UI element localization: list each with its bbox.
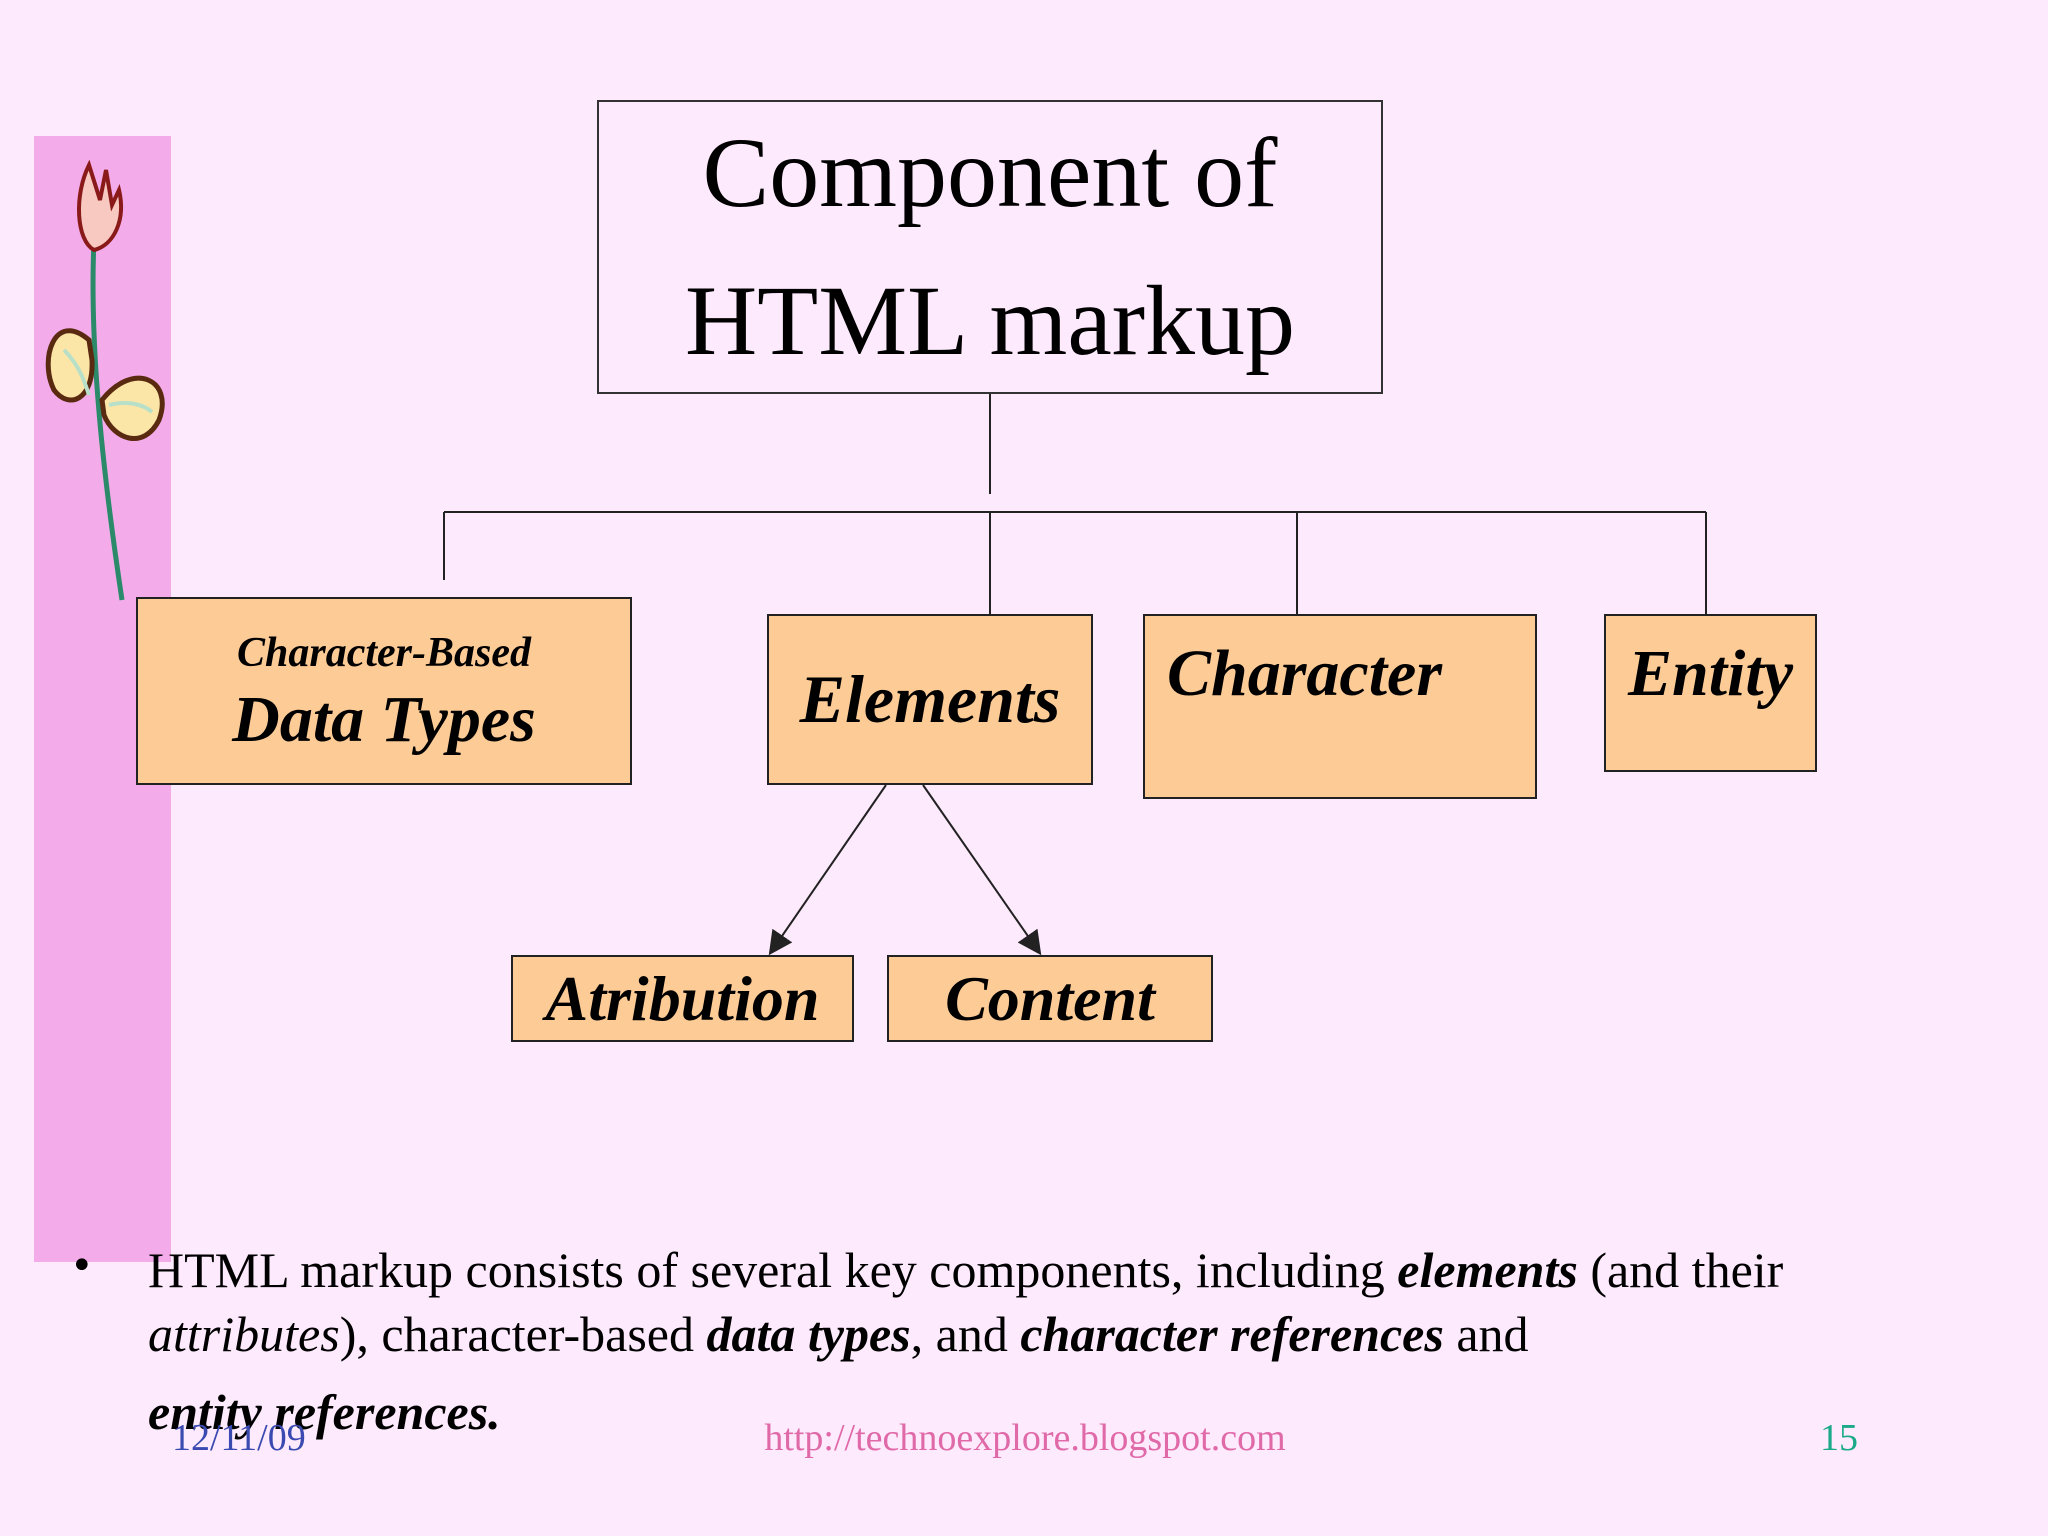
- bullet-paragraph: HTML markup consists of several key comp…: [148, 1238, 1908, 1444]
- node-character-label: Character: [1167, 637, 1443, 710]
- bullet-data-types: data types: [706, 1306, 911, 1362]
- bullet-icon: •: [70, 1243, 94, 1289]
- title-line-2: HTML markup: [684, 265, 1296, 376]
- node-atribution: Atribution: [511, 955, 854, 1042]
- node-entity-label: Entity: [1627, 637, 1794, 710]
- node-character: Character: [1143, 614, 1537, 799]
- bullet-text-6: .: [488, 1384, 501, 1440]
- bullet-text-2: (and their: [1577, 1242, 1784, 1298]
- footer-date: 12/11/09: [172, 1417, 306, 1459]
- title-line-1: Component of: [702, 117, 1278, 228]
- node-data-types-subtitle: Character-Based: [237, 630, 531, 676]
- bullet-text-1: HTML markup consists of several key comp…: [148, 1242, 1398, 1298]
- bullet-text-3: ), character-based: [339, 1306, 707, 1362]
- bullet-line-3: entity references.: [148, 1380, 1908, 1444]
- node-content: Content: [887, 955, 1213, 1042]
- node-elements-label: Elements: [799, 661, 1061, 737]
- node-atribution-label: Atribution: [545, 962, 820, 1034]
- node-entity: Entity: [1604, 614, 1817, 772]
- bullet-elements: elements: [1397, 1242, 1578, 1298]
- title-box: Component of HTML markup: [597, 100, 1383, 394]
- node-content-label: Content: [945, 962, 1155, 1034]
- node-elements: Elements: [767, 614, 1093, 785]
- bullet-entity-references: entity references: [148, 1384, 489, 1440]
- bullet-character-references: character references: [1020, 1306, 1444, 1362]
- tulip-icon: [45, 159, 165, 601]
- node-data-types: Character-Based Data Types: [136, 597, 632, 785]
- footer-url-link[interactable]: http://technoexplore.blogspot.com: [764, 1417, 1286, 1459]
- node-data-types-label: Data Types: [232, 683, 536, 756]
- arrow-to-content: [922, 784, 1042, 956]
- bullet-attributes: attributes: [148, 1306, 340, 1362]
- arrow-to-atribution: [768, 784, 887, 956]
- bullet-text-5: and: [1443, 1306, 1529, 1362]
- bullet-text-4: , and: [910, 1306, 1021, 1362]
- footer-page-number: 15: [1820, 1417, 1858, 1459]
